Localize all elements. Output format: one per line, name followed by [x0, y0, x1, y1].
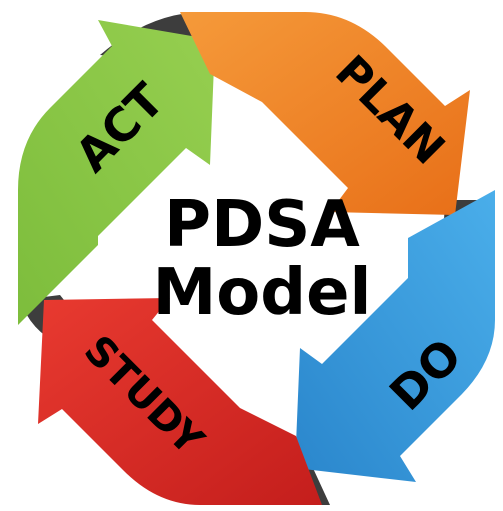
center-title-line2: Model — [153, 256, 372, 330]
segment-do: DO — [295, 190, 495, 482]
segment-act: ACT — [18, 20, 215, 325]
plan-arrow — [180, 12, 470, 215]
do-arrow — [295, 190, 495, 482]
center-title-line1: PDSA — [164, 188, 360, 262]
segment-plan: PLAN — [180, 12, 470, 215]
study-arrow — [38, 298, 322, 505]
act-arrow — [18, 20, 215, 325]
center-title: PDSA Model — [153, 188, 372, 330]
